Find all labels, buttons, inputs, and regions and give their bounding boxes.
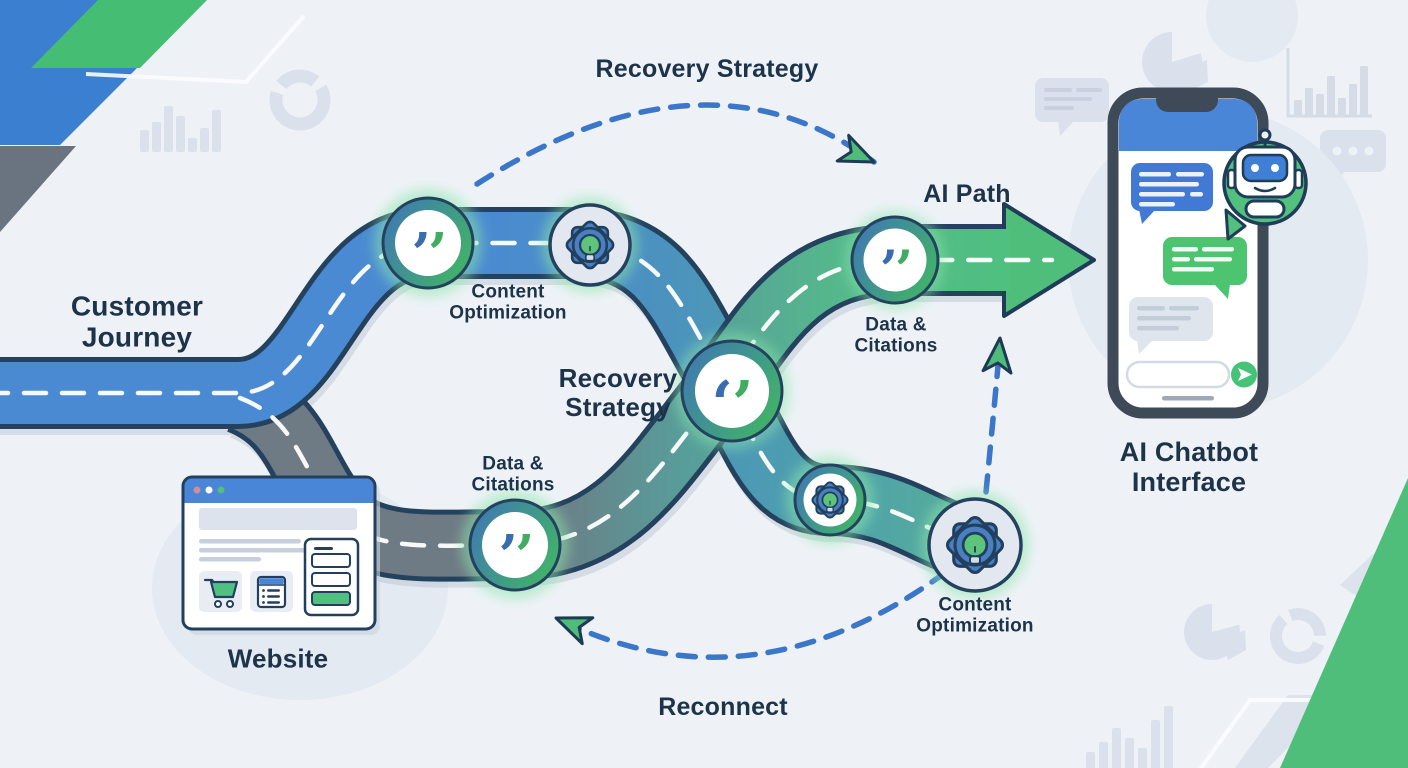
label-line: Content — [471, 281, 545, 303]
label-line: Website — [227, 643, 329, 674]
quote-mark-green: ’ — [428, 221, 447, 287]
dashed-arc-reconnect — [549, 569, 949, 660]
quote-icon: ’’ — [412, 226, 448, 282]
phone-notch — [1156, 88, 1218, 112]
quote-mark-green: ’ — [732, 367, 754, 440]
label-recovery-strategy-top: Recovery Strategy — [596, 55, 819, 83]
quote-mark-blue: ‘ — [711, 367, 733, 440]
label-line: Citations — [854, 336, 938, 357]
decor-blob-top — [1206, 0, 1298, 62]
chat-bubble-green — [1163, 237, 1247, 299]
decor-bar-chart-top-right — [1286, 48, 1372, 118]
label-recovery-strategy-mid: Recovery Strategy — [558, 362, 678, 422]
list-icon — [256, 575, 287, 609]
decor-donut-top-left — [269, 69, 331, 131]
label-line: Data & — [865, 314, 927, 336]
quote-mark-green: ’ — [515, 523, 534, 589]
decor-speech-bubble-left — [1035, 78, 1109, 136]
label-line: Interface — [1131, 467, 1247, 497]
home-indicator — [1162, 396, 1214, 401]
label-website: Website — [228, 644, 329, 673]
robot-icon — [1222, 128, 1308, 241]
label-line: AI Path — [923, 180, 1011, 208]
label-line: Journey — [81, 322, 193, 353]
label-line: Data & — [482, 453, 544, 475]
decor-pie-bottom-right — [1184, 600, 1246, 660]
browser-dot-red — [193, 486, 201, 494]
dashed-arc-vertical — [981, 335, 1016, 495]
send-button[interactable] — [1231, 361, 1257, 388]
text-lines — [199, 539, 317, 562]
label-line: Citations — [471, 475, 555, 496]
decor-pie-top-right — [1142, 28, 1208, 92]
send-icon — [1238, 368, 1252, 381]
label-line: AI Chatbot — [1119, 436, 1259, 467]
hero-block — [199, 508, 357, 530]
quote-mark-blue: ’ — [498, 523, 518, 589]
quote-icon: ‘’ — [711, 373, 753, 435]
label-line: Strategy — [565, 392, 671, 422]
cart-icon — [203, 578, 239, 608]
label-ai-path: AI Path — [923, 180, 1011, 208]
form-panel — [303, 537, 360, 617]
decor-bar-chart-bottom-left — [1086, 706, 1173, 768]
decor-bar-chart-top-left — [140, 106, 221, 152]
decor-corner-top-left — [0, 0, 306, 232]
quote-mark-blue: ’ — [411, 221, 431, 287]
dashed-arc-recovery-top — [474, 102, 882, 187]
chat-bubble-gray — [1129, 297, 1213, 354]
chat-input-field[interactable] — [1125, 360, 1231, 389]
node-quote-lower — [461, 491, 569, 599]
node-quote-crossing — [674, 333, 790, 449]
label-line: Optimization — [916, 616, 1034, 637]
chat-bubble-blue — [1131, 163, 1213, 224]
phone-illustration — [1107, 87, 1269, 419]
node-gear-bottom — [921, 491, 1029, 599]
label-customer-journey: Customer Journey — [71, 291, 203, 354]
label-content-optimization-top: Content Optimization — [449, 282, 566, 325]
node-gear-road — [786, 456, 874, 544]
browser-dot-green — [217, 486, 225, 494]
node-quote-ai — [845, 210, 945, 310]
label-reconnect: Reconnect — [658, 693, 788, 721]
browser-dot-white — [205, 486, 213, 494]
label-content-optimization-bottom: Content Optimization — [916, 595, 1033, 638]
quote-icon: ’’ — [499, 528, 535, 584]
label-ai-chatbot-interface: AI Chatbot Interface — [1120, 437, 1258, 497]
label-data-citations-ai: Data & Citations — [854, 315, 937, 358]
quote-icon: ’’ — [880, 245, 913, 297]
node-quote-top — [374, 189, 482, 297]
label-line: Recovery — [558, 362, 678, 393]
label-data-citations-lower: Data & Citations — [471, 454, 554, 497]
form-submit-button — [311, 591, 351, 606]
decor-donut-bottom-right — [1270, 608, 1326, 664]
label-line: Optimization — [449, 303, 567, 324]
label-line: Reconnect — [658, 693, 788, 721]
label-line: Customer — [70, 290, 204, 322]
label-line: Recovery Strategy — [595, 55, 819, 83]
label-line: Content — [938, 594, 1012, 616]
quote-mark-blue: ’ — [879, 240, 898, 301]
quote-mark-green: ’ — [895, 240, 913, 301]
decor-corner-bottom-right — [1198, 478, 1408, 768]
website-illustration — [181, 475, 380, 635]
node-gear-top — [542, 197, 638, 293]
